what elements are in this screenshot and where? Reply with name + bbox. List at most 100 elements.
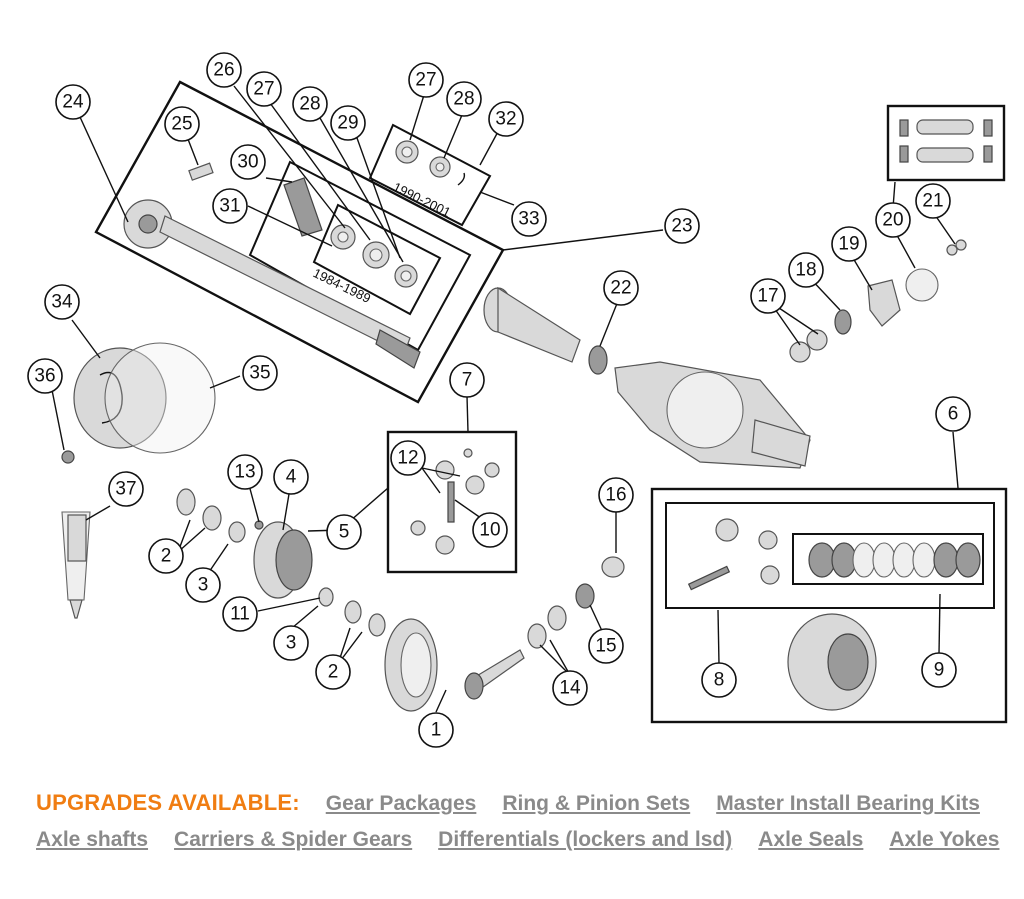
link-axle-shafts[interactable]: Axle shafts <box>36 828 149 851</box>
axle-shaft <box>123 199 421 369</box>
callout-29: 29 <box>330 105 366 141</box>
callout-31: 31 <box>212 188 248 224</box>
svg-text:19: 19 <box>838 234 859 255</box>
callout-32: 32 <box>488 101 524 137</box>
callout-30: 30 <box>230 144 266 180</box>
fill-plug <box>61 450 75 464</box>
callout-2-upper: 2 <box>148 538 184 574</box>
svg-text:26: 26 <box>213 60 234 81</box>
svg-text:23: 23 <box>671 216 692 237</box>
locker-internals-box <box>665 502 995 609</box>
svg-text:14: 14 <box>559 678 581 699</box>
locker-differential <box>787 613 877 711</box>
axle-tube <box>483 286 581 363</box>
svg-text:32: 32 <box>495 109 516 130</box>
callout-8: 8 <box>701 662 737 698</box>
pinion-yoke-parts <box>789 239 967 363</box>
callout-16: 16 <box>598 477 634 513</box>
callout-33: 33 <box>511 201 547 237</box>
callout-26: 26 <box>206 52 242 88</box>
year-label-1990-2001: 1990-2001 <box>391 179 453 220</box>
svg-text:10: 10 <box>479 520 500 541</box>
svg-text:6: 6 <box>948 404 959 425</box>
sealant-tube <box>61 511 91 619</box>
link-axle-yokes[interactable]: Axle Yokes <box>889 828 1000 851</box>
svg-text:36: 36 <box>34 366 55 387</box>
svg-text:30: 30 <box>237 152 258 173</box>
axle-seal-30 <box>283 177 323 237</box>
link-master-install-bearing-kits[interactable]: Master Install Bearing Kits <box>716 792 980 815</box>
callout-34: 34 <box>44 284 80 320</box>
callout-27-right: 27 <box>408 62 444 98</box>
svg-text:12: 12 <box>397 448 418 469</box>
axle-exploded-diagram: 1984-1989 1990-2001 1 2 2 3 3 4 5 6 7 8 … <box>27 52 1008 748</box>
locker-internals <box>687 518 780 591</box>
upgrades-row-2: Axle shafts Carriers & Spider Gears Diff… <box>36 828 1000 866</box>
callout-19: 19 <box>831 226 867 262</box>
bearing-set-1990 <box>395 140 466 186</box>
svg-text:16: 16 <box>605 485 626 506</box>
link-carriers-spider-gears[interactable]: Carriers & Spider Gears <box>174 828 413 851</box>
svg-text:9: 9 <box>934 660 945 681</box>
differential-cover <box>73 347 167 449</box>
svg-text:13: 13 <box>234 462 255 483</box>
callout-36: 36 <box>27 358 63 394</box>
locker-kit-box <box>650 487 1008 724</box>
svg-text:1: 1 <box>431 720 442 741</box>
callout-35: 35 <box>242 355 278 391</box>
svg-text:35: 35 <box>249 363 270 384</box>
clutch-pack <box>808 542 981 578</box>
svg-text:3: 3 <box>286 633 297 654</box>
svg-text:29: 29 <box>337 113 358 134</box>
svg-text:27: 27 <box>415 70 436 91</box>
callout-1: 1 <box>418 712 454 748</box>
callout-10: 10 <box>472 512 508 548</box>
svg-text:4: 4 <box>286 467 297 488</box>
pinion-bearings <box>527 556 625 649</box>
callout-2-lower: 2 <box>315 654 351 690</box>
spider-gear-box <box>386 430 518 574</box>
bearing-group-1984-box <box>248 160 472 352</box>
callout-9: 9 <box>921 652 957 688</box>
svg-text:34: 34 <box>51 292 73 313</box>
svg-text:28: 28 <box>299 94 320 115</box>
callout-4: 4 <box>273 459 309 495</box>
axle-housing <box>614 361 811 469</box>
bearing-inner-box <box>312 203 442 316</box>
callout-22: 22 <box>603 270 639 306</box>
callout-20: 20 <box>875 202 911 238</box>
callout-24: 24 <box>55 84 91 120</box>
callout-12: 12 <box>390 440 426 476</box>
svg-text:27: 27 <box>253 79 274 100</box>
svg-text:22: 22 <box>610 278 631 299</box>
leader-lines <box>51 85 959 713</box>
svg-text:33: 33 <box>518 209 539 230</box>
svg-text:5: 5 <box>339 522 350 543</box>
svg-text:17: 17 <box>757 286 778 307</box>
callout-7: 7 <box>449 362 485 398</box>
spider-gears <box>410 448 500 555</box>
callout-27-left: 27 <box>246 71 282 107</box>
carrier-bearings-lower <box>318 587 386 637</box>
svg-text:2: 2 <box>328 662 339 683</box>
axle-shaft-group-box <box>94 80 505 404</box>
callout-5: 5 <box>326 514 362 550</box>
wheel-stud <box>188 162 214 181</box>
svg-text:31: 31 <box>219 196 240 217</box>
svg-text:28: 28 <box>453 89 474 110</box>
carrier-bearings-upper <box>176 488 246 543</box>
svg-text:37: 37 <box>115 479 136 500</box>
link-gear-packages[interactable]: Gear Packages <box>325 792 477 815</box>
ring-gear <box>384 618 438 712</box>
u-joint-straps <box>899 119 993 163</box>
callout-13: 13 <box>227 454 263 490</box>
callout-3-upper: 3 <box>185 567 221 603</box>
svg-text:25: 25 <box>171 114 192 135</box>
svg-text:8: 8 <box>714 670 725 691</box>
link-differentials[interactable]: Differentials (lockers and lsd) <box>438 828 733 851</box>
svg-text:2: 2 <box>161 546 172 567</box>
svg-text:15: 15 <box>595 636 616 657</box>
link-axle-seals[interactable]: Axle Seals <box>758 828 864 851</box>
callout-14: 14 <box>552 670 588 706</box>
link-ring-pinion-sets[interactable]: Ring & Pinion Sets <box>502 792 691 815</box>
